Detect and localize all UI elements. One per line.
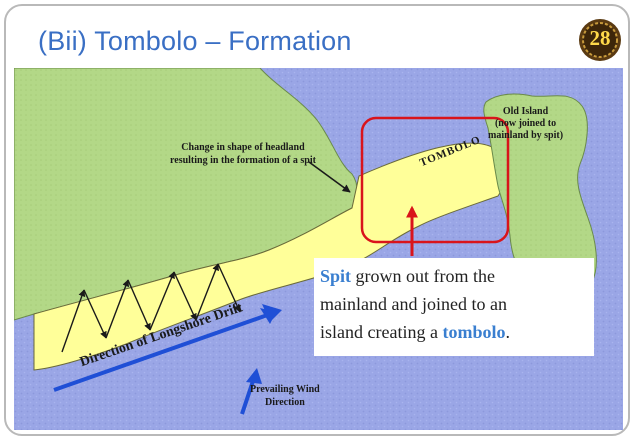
swash-backwash-arrows — [61, 263, 241, 353]
slide-frame — [4, 4, 630, 436]
old-island-label: Old Island (now joined to mainland by sp… — [488, 106, 564, 141]
spit — [33, 142, 503, 371]
tombolo-highlight-box — [360, 116, 510, 244]
longshore-drift-arrowhead-tip — [262, 304, 282, 322]
callout-line-1: Spit grown out from the — [320, 266, 496, 286]
explanation-callout: Spit grown out from the mainland and joi… — [314, 258, 594, 356]
tombolo-diagram — [14, 68, 623, 430]
callout-line-3: island creating a tombolo. — [320, 322, 510, 342]
callout-tombolo-word: tombolo — [442, 322, 506, 342]
headland-label: Change in shape of headland resulting in… — [170, 142, 316, 166]
wind-arrowhead — [246, 368, 262, 384]
headland-arrow — [308, 161, 351, 193]
wind-arrow — [240, 377, 256, 415]
slide-number: 28 — [589, 26, 611, 50]
slide-title: (Bii) Tombolo – Formation — [38, 26, 352, 56]
wind-direction-label: Prevailing Wind Direction — [250, 384, 320, 408]
callout-line-2: mainland and joined to an — [320, 294, 507, 314]
callout-spit-word: Spit — [320, 266, 352, 286]
slide-number-badge-icon — [579, 19, 621, 61]
longshore-drift-arrow — [53, 310, 277, 392]
